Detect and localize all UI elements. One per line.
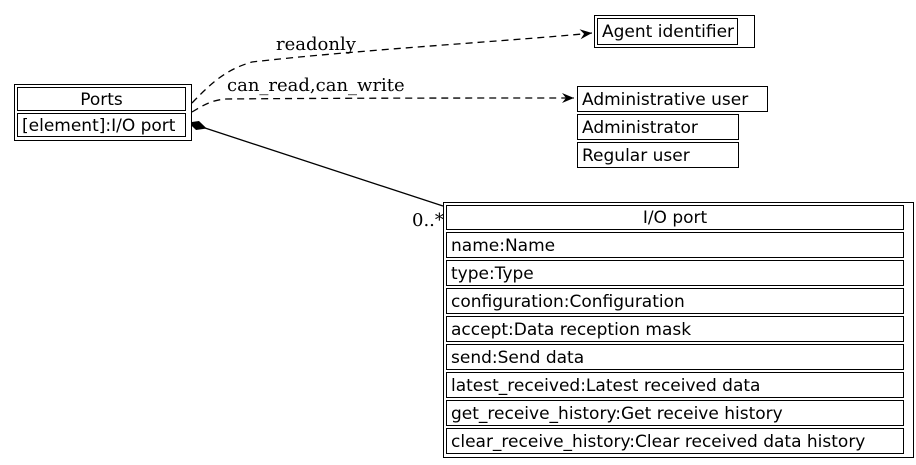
node-io-port-attribute: type:Type (446, 260, 904, 286)
composition-diamond-icon (188, 120, 207, 131)
node-ports-attribute: [element]:I/O port (17, 113, 186, 137)
node-ports-title: Ports (17, 87, 186, 111)
edge-label-readonly: readonly (276, 34, 356, 55)
node-io-port-attribute: send:Send data (446, 344, 904, 370)
node-administrative-user-member: Regular user (577, 142, 739, 168)
node-administrative-user-member: Administrator (577, 114, 739, 140)
edge-readonly (191, 29, 593, 104)
node-agent-identifier: Agent identifier (594, 15, 755, 48)
node-administrative-user-title: Administrative user (577, 86, 768, 112)
node-io-port-attribute: get_receive_history:Get receive history (446, 400, 904, 426)
node-io-port-attribute: clear_receive_history:Clear received dat… (446, 428, 904, 454)
node-io-port-attribute: latest_received:Latest received data (446, 372, 904, 398)
node-ports: Ports [element]:I/O port (14, 84, 192, 141)
node-administrative-user: Administrative user Administrator Regula… (577, 86, 768, 168)
edge-can-read-can-write (191, 93, 575, 113)
edge-label-can-read-can-write: can_read,can_write (227, 75, 405, 96)
node-io-port: I/O port name:Name type:Type configurati… (443, 202, 914, 458)
edge-composition (204, 127, 444, 207)
node-agent-identifier-title: Agent identifier (597, 18, 738, 45)
edge-label-multiplicity: 0..* (412, 210, 444, 231)
node-io-port-attribute: name:Name (446, 232, 904, 258)
node-io-port-title: I/O port (446, 205, 904, 230)
node-io-port-attribute: accept:Data reception mask (446, 316, 904, 342)
node-io-port-attribute: configuration:Configuration (446, 288, 904, 314)
